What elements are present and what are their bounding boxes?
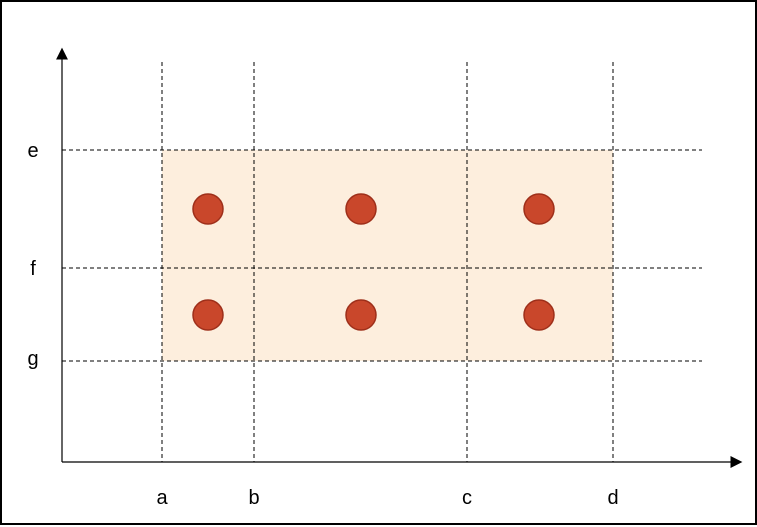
y-label-g: g xyxy=(27,348,38,370)
x-label-b: b xyxy=(248,487,259,509)
y-label-f: f xyxy=(30,258,36,280)
dot xyxy=(345,299,377,331)
y-label-e: e xyxy=(27,140,38,162)
x-label-a: a xyxy=(156,487,168,509)
dot xyxy=(192,193,224,225)
dot xyxy=(192,299,224,331)
dot xyxy=(345,193,377,225)
dot xyxy=(523,299,555,331)
x-label-d: d xyxy=(607,487,618,509)
x-label-c: c xyxy=(462,487,472,509)
dot xyxy=(523,193,555,225)
